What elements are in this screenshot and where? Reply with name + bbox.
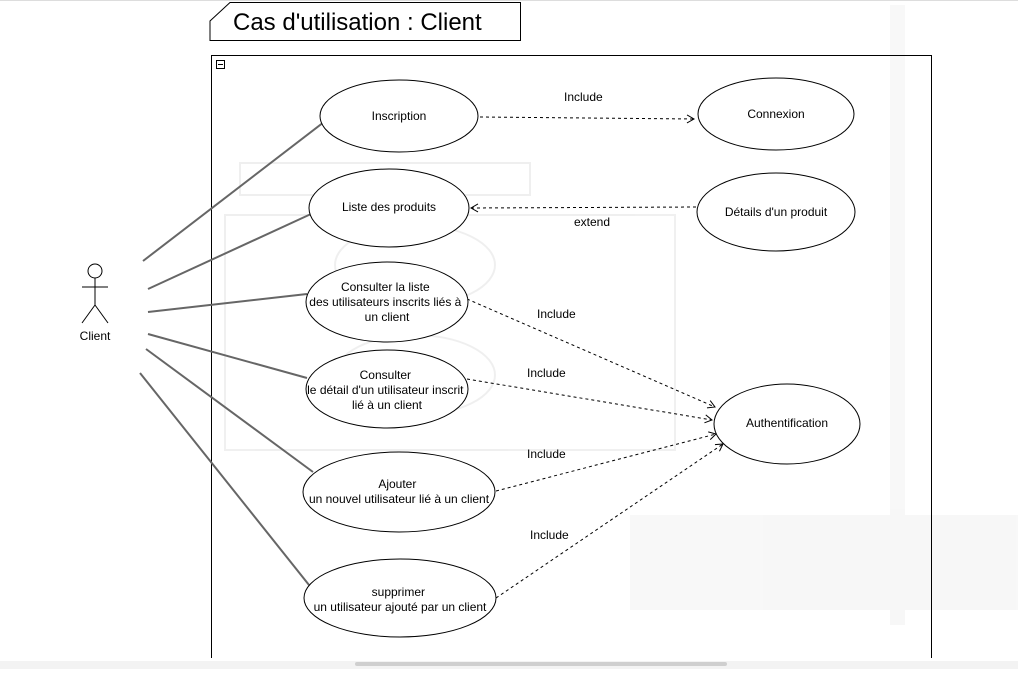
diagram-title: Cas d'utilisation : Client: [233, 9, 482, 36]
association-liste-produits[interactable]: [147, 213, 312, 290]
actor-label: Client: [80, 329, 111, 343]
association-ajouter[interactable]: [145, 348, 314, 473]
use-case-inscription[interactable]: Inscription: [319, 79, 479, 153]
use-case-ajouter[interactable]: Ajouter un nouvel utilisateur lié à un c…: [302, 451, 496, 533]
actor-left-leg: [81, 304, 96, 324]
relation-label-consulter-liste: Include: [537, 307, 576, 321]
relation-label-consulter-detail: Include: [527, 366, 566, 380]
relation-label-ajouter: Include: [527, 447, 566, 461]
relation-label-supprimer: Include: [530, 528, 569, 542]
use-case-details-produit-label: Détails d'un produit: [725, 205, 828, 219]
use-case-authentification-label: Authentification: [746, 416, 828, 430]
horizontal-scrollbar[interactable]: [355, 662, 727, 666]
include-inscription-connexion[interactable]: [479, 114, 696, 124]
use-case-supprimer-label: supprimer un utilisateur ajouté par un c…: [314, 585, 487, 614]
use-case-consulter-liste-label: Consulter la liste des utilisateurs insc…: [309, 280, 464, 324]
association-supprimer[interactable]: [139, 372, 314, 591]
relation-label-inscription-connexion: Include: [564, 90, 603, 104]
use-case-connexion[interactable]: Connexion: [697, 77, 855, 151]
extend-details-liste[interactable]: [469, 203, 697, 213]
association-consulter-detail[interactable]: [147, 333, 308, 379]
use-case-authentification[interactable]: Authentification: [713, 383, 861, 465]
use-case-supprimer[interactable]: supprimer un utilisateur ajouté par un c…: [303, 558, 497, 638]
association-consulter-liste[interactable]: [147, 293, 308, 313]
use-case-consulter-detail[interactable]: Consulter le détail d'un utilisateur ins…: [305, 349, 469, 429]
include-supprimer-auth[interactable]: [495, 443, 724, 599]
use-case-liste-produits-label: Liste des produits: [342, 200, 436, 214]
actor-head: [87, 263, 103, 279]
diagram-title-frame: [209, 2, 521, 41]
include-consulter-liste-auth[interactable]: [466, 298, 716, 409]
use-case-inscription-label: Inscription: [372, 109, 427, 123]
use-case-details-produit[interactable]: Détails d'un produit: [696, 172, 856, 252]
actor-client[interactable]: Client: [80, 263, 111, 343]
use-case-liste-produits[interactable]: Liste des produits: [308, 168, 470, 248]
use-case-ajouter-label: Ajouter un nouvel utilisateur lié à un c…: [309, 477, 490, 506]
include-ajouter-auth[interactable]: [495, 431, 717, 492]
use-case-consulter-detail-label: Consulter le détail d'un utilisateur ins…: [307, 368, 467, 412]
actor-right-leg: [94, 304, 109, 324]
relation-label-details-liste: extend: [574, 215, 610, 229]
use-case-consulter-liste[interactable]: Consulter la liste des utilisateurs insc…: [305, 261, 469, 343]
association-inscription[interactable]: [142, 121, 325, 262]
use-case-connexion-label: Connexion: [747, 107, 804, 121]
system-boundary: [211, 55, 932, 658]
